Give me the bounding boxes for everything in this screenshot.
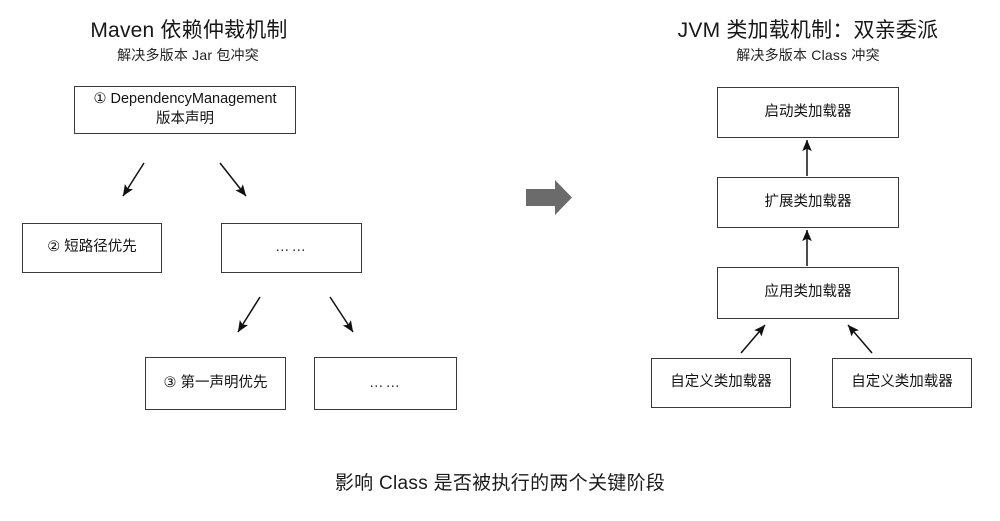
arrow-ellipsis1-to-ellipsis2 — [329, 296, 354, 333]
node-application-loader[interactable]: 应用类加载器 — [717, 267, 899, 319]
arrow-dep-to-shortest — [122, 162, 145, 197]
node-dep-management-line2: 版本声明 — [156, 111, 214, 127]
node-custom-loader-left[interactable]: 自定义类加载器 — [651, 358, 791, 408]
arrow-ellipsis1-to-first — [237, 296, 261, 333]
arrow-customright-to-application — [847, 324, 873, 354]
node-application-loader-label: 应用类加载器 — [764, 284, 852, 301]
node-ellipsis-2[interactable]: …… — [314, 357, 457, 410]
node-shortest-path-label: ② 短路径优先 — [47, 239, 137, 256]
node-custom-loader-left-label: 自定义类加载器 — [670, 374, 772, 391]
right-panel-title: JVM 类加载机制：双亲委派 — [677, 19, 939, 42]
right-panel-subtitle: 解决多版本 Class 冲突 — [736, 47, 880, 63]
node-first-declaration-label: ③ 第一声明优先 — [163, 374, 268, 391]
node-custom-loader-right-label: 自定义类加载器 — [851, 374, 953, 391]
arrow-dep-to-ellipsis1 — [219, 162, 247, 197]
node-extension-loader-label: 扩展类加载器 — [764, 193, 852, 210]
node-extension-loader[interactable]: 扩展类加载器 — [717, 177, 899, 228]
bottom-caption: 影响 Class 是否被执行的两个关键阶段 — [334, 473, 666, 494]
right-arrow-icon — [526, 180, 572, 215]
node-bootstrap-loader[interactable]: 启动类加载器 — [717, 87, 899, 138]
node-ellipsis-1[interactable]: …… — [221, 223, 362, 273]
left-panel-title: Maven 依赖仲裁机制 — [90, 19, 288, 42]
arrow-customleft-to-application — [740, 324, 766, 354]
left-panel-subtitle: 解决多版本 Jar 包冲突 — [117, 47, 259, 63]
node-dep-management[interactable]: ① DependencyManagement 版本声明 — [74, 86, 296, 134]
node-ellipsis-1-label: …… — [275, 239, 308, 256]
node-ellipsis-2-label: …… — [369, 374, 402, 391]
node-first-declaration[interactable]: ③ 第一声明优先 — [145, 357, 286, 410]
node-bootstrap-loader-label: 启动类加载器 — [764, 103, 852, 120]
node-shortest-path[interactable]: ② 短路径优先 — [22, 223, 162, 273]
node-dep-management-line1: ① DependencyManagement — [93, 91, 277, 108]
node-custom-loader-right[interactable]: 自定义类加载器 — [832, 358, 972, 408]
